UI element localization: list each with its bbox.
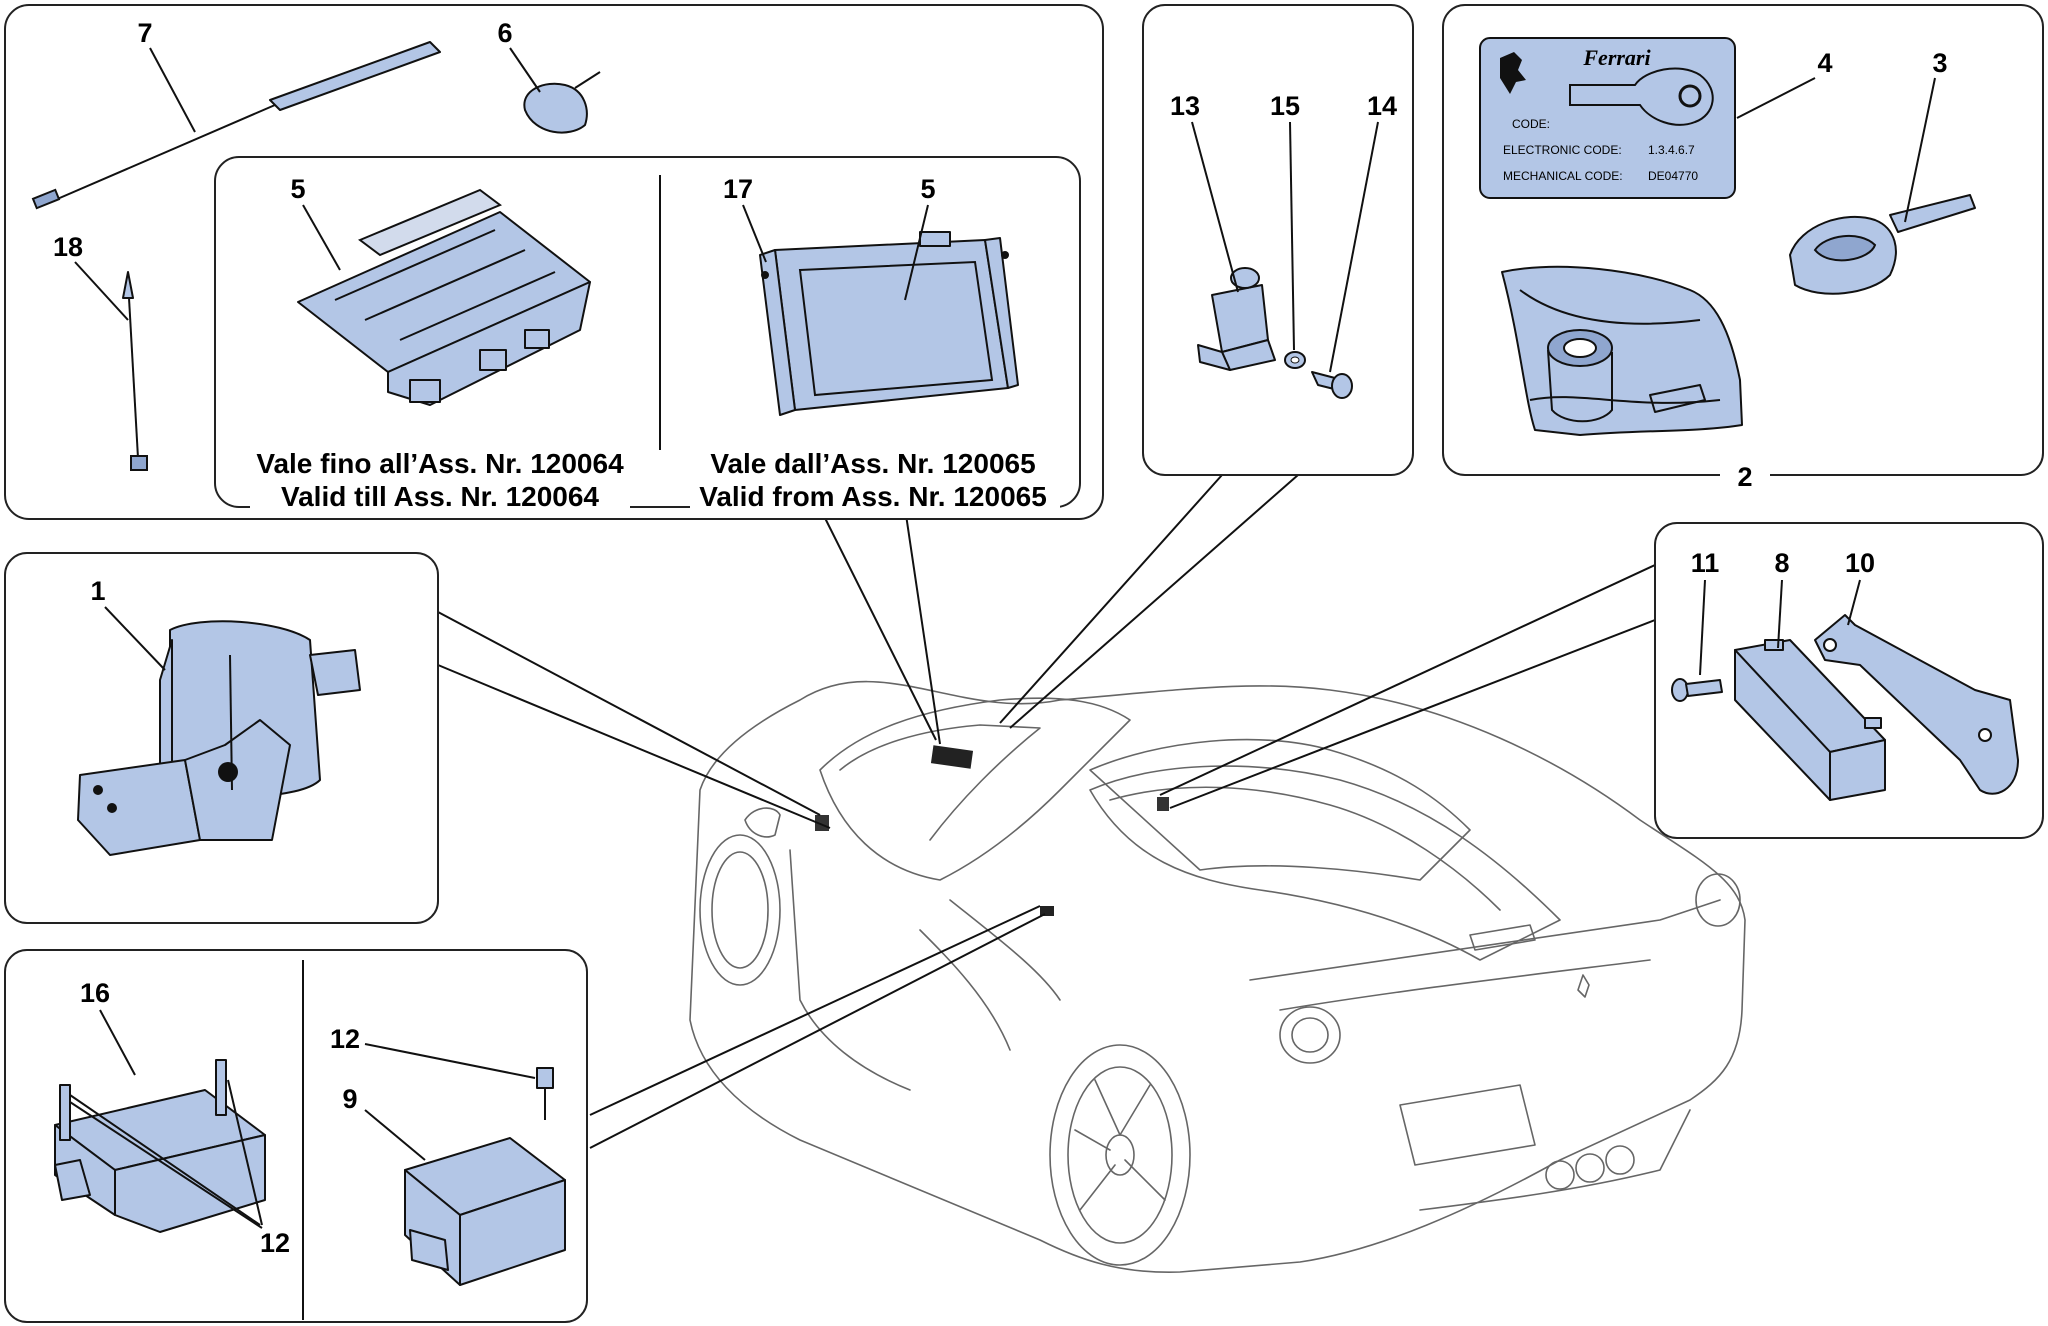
callout-2: 2	[1737, 462, 1752, 492]
panel-antenna-ecu: 7 6 18 5	[4, 4, 1104, 520]
code-card-mechanical-label: MECHANICAL CODE:	[1503, 169, 1623, 183]
callout-5a: 5	[290, 174, 305, 204]
callout-17: 17	[723, 174, 753, 204]
callout-14: 14	[1367, 91, 1397, 121]
screw-14	[1311, 371, 1353, 399]
callout-8: 8	[1774, 548, 1789, 578]
validity-right-en: Valid from Ass. Nr. 120065	[699, 481, 1047, 512]
receiver-8	[1734, 639, 1886, 801]
panel-switch: 13 15 14	[1142, 4, 1414, 476]
code-card-4: Ferrari CODE: ELECTRONIC CODE: 1.3.4.6.7…	[1479, 37, 1736, 199]
gps-antenna-6	[523, 71, 601, 134]
callout-1: 1	[90, 576, 105, 606]
antenna-7	[31, 41, 441, 210]
callout-3: 3	[1932, 48, 1947, 78]
screw-11	[1671, 678, 1723, 702]
callout-7: 7	[137, 18, 152, 48]
callout-16: 16	[80, 978, 110, 1008]
car-outline	[689, 680, 1746, 1273]
actuator-1	[77, 620, 361, 856]
screw-12	[536, 1067, 554, 1120]
callout-12a: 12	[330, 1024, 360, 1054]
code-card-code-label: CODE:	[1512, 117, 1550, 131]
switch-13	[1197, 267, 1276, 371]
callout-12b: 12	[260, 1228, 290, 1258]
validity-left-it: Vale fino all’Ass. Nr. 120064	[256, 448, 624, 479]
control-unit-5-new	[759, 231, 1019, 416]
callout-5b: 5	[920, 174, 935, 204]
validity-left-en: Valid till Ass. Nr. 120064	[281, 481, 599, 512]
module-9	[404, 1137, 566, 1286]
module-16	[54, 1059, 266, 1233]
code-card-electronic-value: 1.3.4.6.7	[1648, 143, 1695, 157]
code-card-mechanical-value: DE04770	[1648, 169, 1698, 183]
callout-9: 9	[342, 1084, 357, 1114]
code-card-brand: Ferrari	[1582, 45, 1651, 70]
bracket-10	[1814, 614, 2019, 795]
callout-6: 6	[497, 18, 512, 48]
probe-18	[122, 271, 148, 471]
callout-11: 11	[1691, 548, 1720, 578]
callout-15: 15	[1270, 91, 1300, 121]
leader-lines	[437, 474, 1656, 1149]
code-card-electronic-label: ELECTRONIC CODE:	[1503, 143, 1622, 157]
callout-10: 10	[1845, 548, 1875, 578]
key-fob-3	[1789, 194, 1976, 295]
control-unit-5-old	[297, 188, 591, 406]
lock-kit-bag	[1501, 265, 1743, 436]
panel-actuator: 1	[4, 552, 439, 924]
panel-key-kit: Ferrari CODE: ELECTRONIC CODE: 1.3.4.6.7…	[1442, 4, 2044, 492]
washer-15	[1284, 351, 1306, 369]
panel-receiver: 11 8 10	[1654, 522, 2044, 839]
panel-modules: 16 12 12 9	[4, 949, 588, 1323]
callout-13: 13	[1170, 91, 1200, 121]
callout-4: 4	[1817, 48, 1832, 78]
validity-right-it: Vale dall’Ass. Nr. 120065	[710, 448, 1035, 479]
callout-18: 18	[53, 232, 83, 262]
